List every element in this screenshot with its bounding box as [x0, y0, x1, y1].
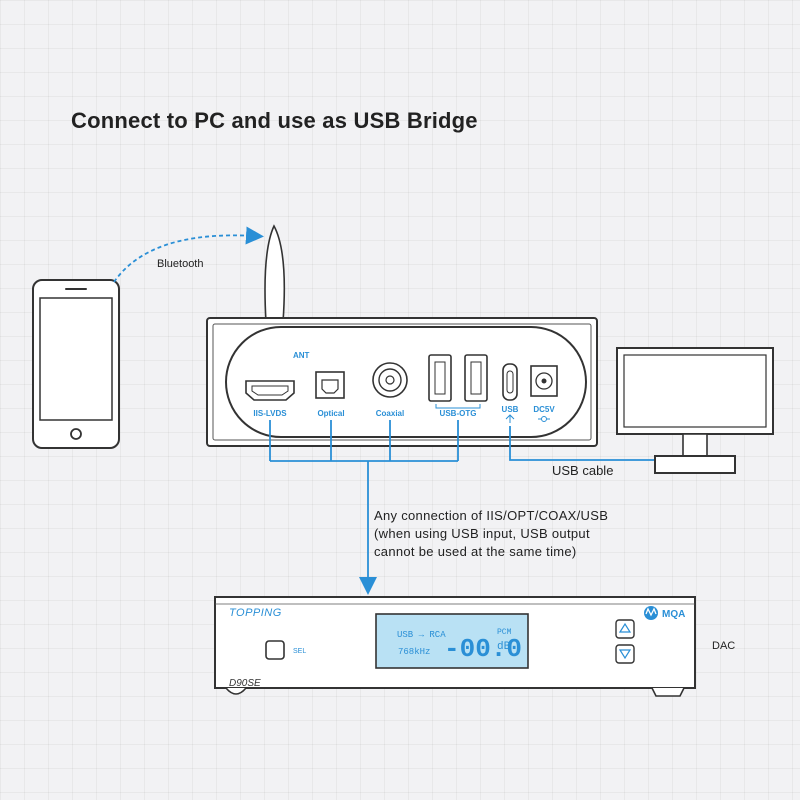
sel-button — [265, 640, 285, 660]
display-rate: 768kHz — [398, 647, 430, 657]
usb-symbol-icon — [505, 414, 515, 423]
coaxial-port — [372, 362, 408, 398]
input-connections — [269, 420, 459, 595]
usb-label: USB — [502, 405, 519, 414]
model-name: D90SE — [229, 678, 261, 689]
connection-note-line: cannot be used at the same time) — [374, 544, 577, 559]
usb-cable-label: USB cable — [552, 463, 614, 478]
connection-note: Any connection of IIS/OPT/COAX/USB (when… — [374, 507, 608, 561]
usb-c-port — [502, 363, 518, 401]
up-arrow-icon — [618, 622, 632, 633]
usb-bridge-device — [206, 317, 598, 447]
display-format: PCM — [497, 628, 512, 637]
bluetooth-label: Bluetooth — [157, 258, 204, 270]
dac-device — [214, 596, 696, 697]
volume-down-button — [615, 644, 635, 664]
dc5v-label: DC5V — [533, 405, 555, 414]
dc-polarity-icon — [538, 416, 550, 422]
display-unit: dB — [497, 641, 511, 653]
pc-monitor — [616, 347, 774, 474]
dac-texts: TOPPING D90SE MQA SEL — [229, 607, 685, 689]
sel-label: SEL — [293, 648, 306, 655]
ant-label: ANT — [293, 351, 310, 360]
down-arrow-icon — [618, 649, 632, 660]
dc5v-port — [530, 365, 558, 397]
bluetooth-link — [113, 226, 264, 283]
iis-lvds-port — [245, 380, 295, 401]
coaxial-label: Coaxial — [376, 409, 404, 418]
optical-port — [315, 371, 345, 399]
display-volume: -00.0 — [444, 634, 522, 664]
connection-note-line: (when using USB input, USB output — [374, 526, 590, 541]
connection-note-line: Any connection of IIS/OPT/COAX/USB — [374, 508, 609, 523]
page-title: Connect to PC and use as USB Bridge — [71, 108, 478, 133]
usb-cable — [509, 426, 655, 461]
mqa-logo-icon — [644, 606, 658, 620]
usb-otg-ports — [428, 354, 488, 402]
display-readout: USB → RCA 768kHz -00.0 PCM dB — [397, 628, 522, 664]
volume-up-button — [615, 619, 635, 639]
usb-otg-label: USB-OTG — [440, 409, 477, 418]
iis-lvds-label: IIS-LVDS — [253, 409, 287, 418]
smartphone — [32, 279, 120, 449]
dac-display — [375, 613, 529, 669]
dac-label: DAC — [712, 640, 736, 652]
port-labels: ANT IIS-LVDS Optical Coaxial USB-OTG USB… — [253, 351, 555, 418]
optical-label: Optical — [317, 409, 344, 418]
display-route: USB → RCA — [397, 630, 446, 640]
brand-logo: TOPPING — [229, 607, 282, 619]
mqa-label: MQA — [662, 609, 685, 620]
